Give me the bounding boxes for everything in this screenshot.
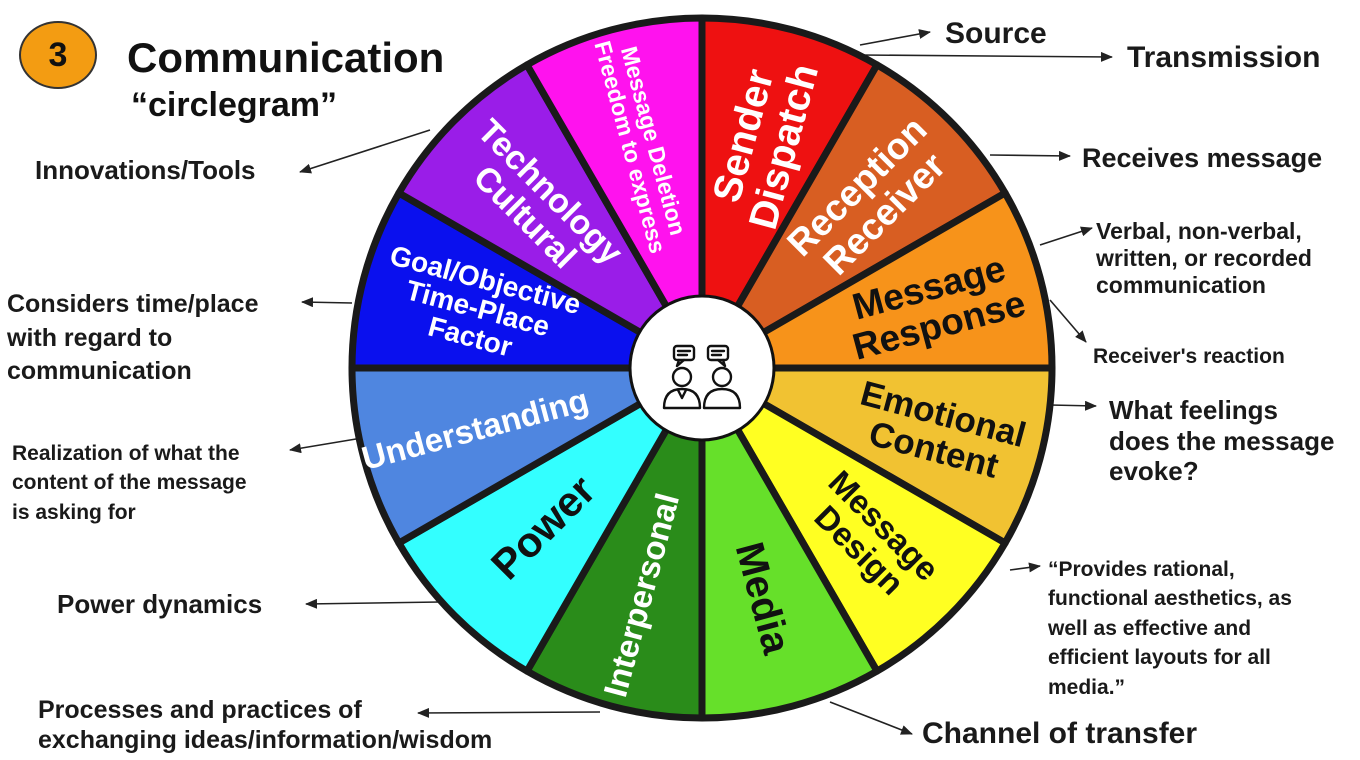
arrow-provides-rational [1009,562,1041,573]
annotation-verbal-nonverbal: Verbal, non-verbal, written, or recorded… [1096,218,1312,299]
conversation-people-icon [662,344,742,410]
arrow-considers-time-place [301,297,353,308]
annotation-receives-message: Receives message [1082,143,1323,173]
annotation-transmission: Transmission [1127,41,1321,74]
wheel-segments [348,14,1056,722]
annotation-considers-time-place: Considers time/place with regard to comm… [7,290,259,385]
arrow-transmission [859,51,1113,62]
wheel-center [628,294,776,442]
annotation-receivers-reaction: Receiver's reaction [1093,345,1285,368]
annotation-channel-of-transfer: Channel of transfer [922,717,1198,750]
diagram-title: Communication [127,34,445,81]
annotation-what-feelings: What feelings does the message evoke? [1109,395,1335,487]
arrow-receivers-reaction [1049,299,1087,343]
arrow-verbal [1039,226,1093,246]
arrow-innovations-tools [299,129,431,174]
step-number-badge: 3 [19,21,97,89]
annotation-processes-practices: Processes and practices of exchanging id… [38,696,493,754]
annotation-source: Source [945,17,1047,50]
annotation-arrows [289,29,1113,735]
arrow-power-dynamics [305,598,441,609]
annotation-realization: Realization of what the content of the m… [12,442,247,524]
arrow-channel-of-transfer [829,701,913,735]
arrow-receives-message [989,150,1071,161]
arrow-source [859,29,931,46]
annotation-provides-rational: “Provides rational, functional aesthetic… [1048,558,1292,699]
annotation-innovations-tools: Innovations/Tools [35,155,256,185]
arrow-what-feelings [1049,400,1097,411]
arrow-realization [289,437,363,454]
arrow-processes-practices [417,707,601,718]
diagram-subtitle: “circlegram” [131,86,337,124]
annotation-power-dynamics: Power dynamics [57,589,263,619]
